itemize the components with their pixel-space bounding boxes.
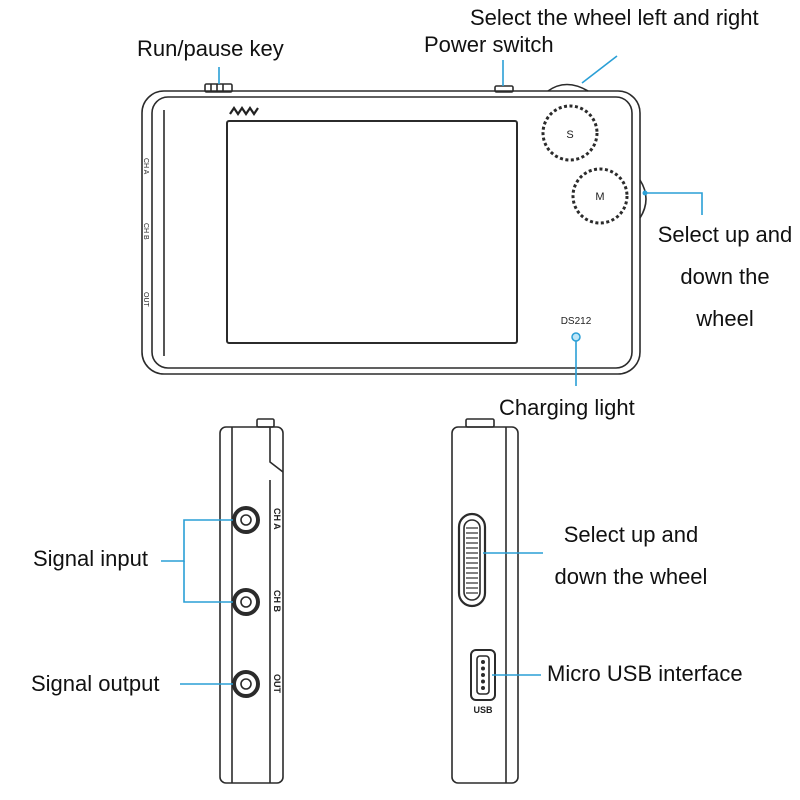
right-side-view — [451, 418, 519, 784]
front-body-outer — [141, 90, 641, 375]
run-pause-key-label: Run/pause key — [137, 36, 284, 61]
right-side-body — [451, 426, 519, 784]
power-switch-button — [494, 85, 514, 93]
s-button-ring — [541, 104, 599, 162]
wheel-up-down-front-line-1: Select up and — [657, 222, 793, 247]
callout-signal-input — [161, 519, 233, 562]
usb-label: USB — [473, 705, 493, 715]
wheel-up-down-side-label: Select up and down the wheel — [540, 514, 722, 598]
brand-logo — [229, 106, 259, 116]
left-side-body — [219, 426, 284, 784]
button-m-label: M — [595, 191, 604, 203]
usb-pins — [481, 660, 485, 690]
wheel-up-down-front-line-2: down the — [680, 264, 770, 289]
front-view — [141, 83, 647, 375]
signal-output-label: Signal output — [31, 671, 160, 696]
side-out-label: OUT — [272, 674, 282, 694]
callout-wheel-lr — [581, 55, 618, 84]
wheel-up-down-side-line-2: down the wheel — [554, 564, 708, 589]
screen — [226, 120, 518, 344]
front-out-label: OUT — [142, 292, 149, 308]
power-switch-label: Power switch — [424, 32, 554, 57]
signal-input-label: Signal input — [33, 546, 148, 571]
side-wheel-bump — [639, 179, 647, 219]
left-side-view — [219, 418, 284, 784]
charging-light-label: Charging light — [499, 395, 635, 420]
m-button-ring — [571, 167, 629, 225]
top-wheel-bump — [547, 83, 589, 92]
jack-ch-b — [232, 588, 260, 616]
callout-lines — [161, 55, 703, 685]
front-ch-a-label: CH A — [142, 158, 149, 175]
jack-ch-a — [232, 506, 260, 534]
callout-wheel-ud — [645, 192, 703, 215]
wheel-up-down-side-line-1: Select up and — [563, 522, 699, 547]
side-ch-b-label: CH B — [272, 590, 282, 612]
wheel-up-down-front-line-3: wheel — [696, 306, 754, 331]
jack-out — [232, 670, 260, 698]
wheel-up-down-front-label: Select up and down the wheel — [645, 214, 800, 340]
side-ch-a-label: CH A — [272, 508, 282, 530]
charging-led — [571, 332, 581, 342]
model-label: DS212 — [561, 316, 592, 327]
wheel-left-right-label: Select the wheel left and right — [470, 5, 759, 30]
front-body-inner — [151, 96, 633, 369]
scroll-wheel — [457, 512, 487, 608]
button-s-label: S — [566, 129, 573, 141]
micro-usb-label: Micro USB interface — [547, 661, 743, 686]
front-ch-b-label: CH B — [142, 223, 149, 240]
